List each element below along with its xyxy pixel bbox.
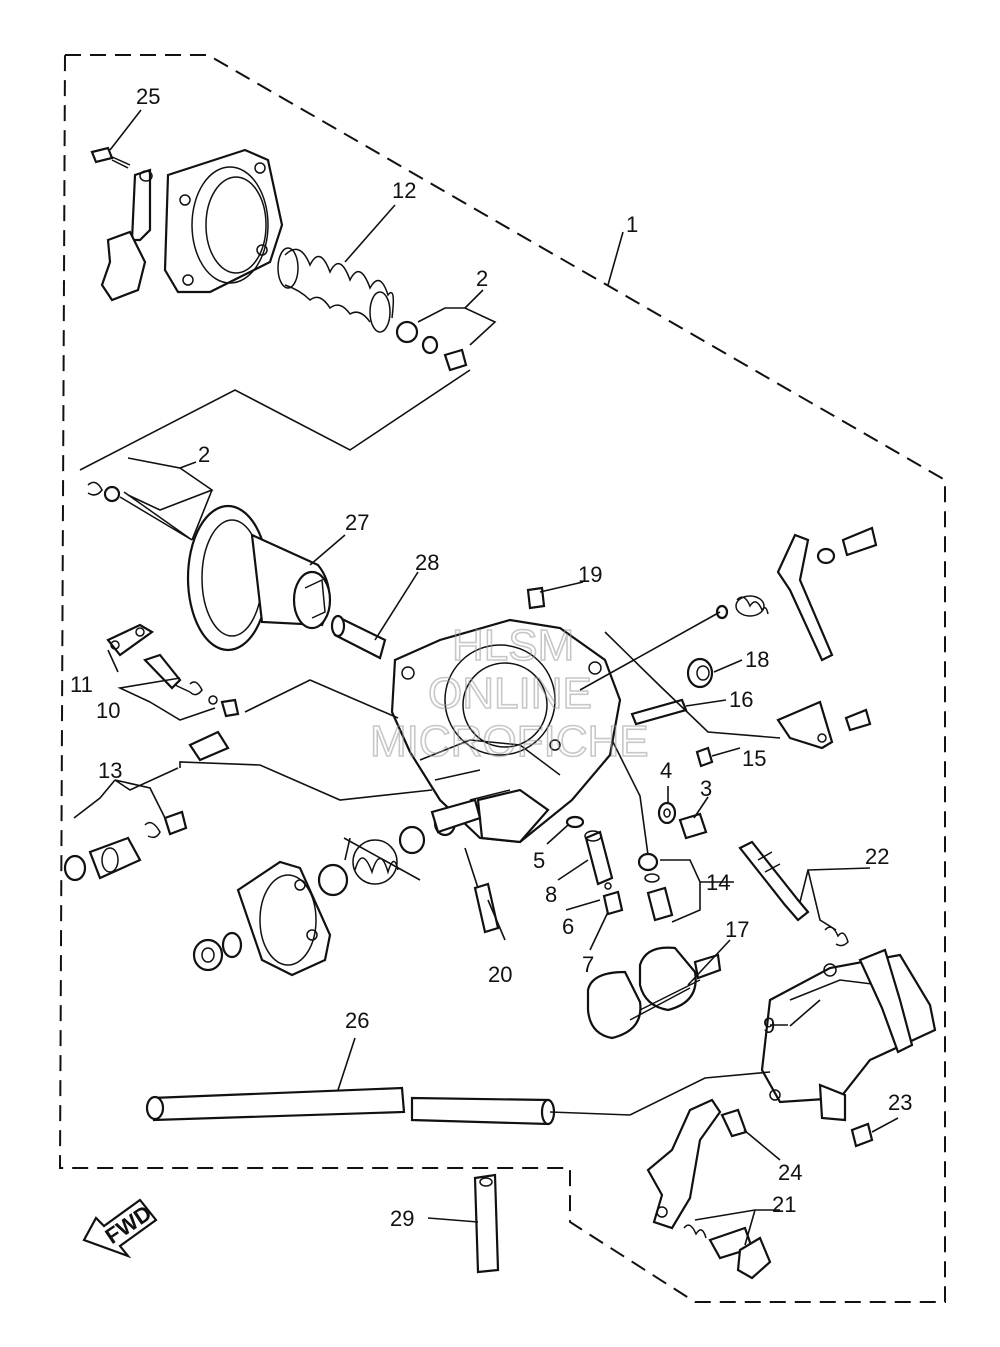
part-25-screw-bracket bbox=[90, 146, 153, 302]
leader-lines bbox=[73, 109, 899, 1246]
part-6-main-jet bbox=[602, 890, 624, 916]
part-17-float bbox=[586, 946, 722, 1040]
part-27-piston-diaphragm bbox=[186, 504, 332, 652]
callout-3: 3 bbox=[700, 776, 712, 801]
part-19-cap bbox=[526, 586, 546, 610]
chamber-cover-left bbox=[192, 860, 332, 977]
callout-16: 16 bbox=[729, 687, 753, 712]
part-7-washer bbox=[604, 882, 612, 890]
callout-18: 18 bbox=[745, 647, 769, 672]
top-cover bbox=[163, 148, 284, 294]
throttle-spring-set bbox=[715, 595, 769, 620]
callout-24: 24 bbox=[778, 1160, 802, 1185]
callout-19: 19 bbox=[578, 562, 602, 587]
part-28-needle-jet bbox=[330, 614, 387, 660]
part-8-needle-jet-holder bbox=[584, 830, 614, 886]
part-29-tube bbox=[473, 1173, 500, 1274]
callout-26: 26 bbox=[345, 1008, 369, 1033]
throttle-lever bbox=[776, 526, 878, 662]
part-12-spring bbox=[277, 247, 395, 333]
watermark-line-3: MICROFICHE bbox=[370, 717, 649, 766]
callout-13: 13 bbox=[98, 758, 122, 783]
part-21-linkage bbox=[646, 1098, 772, 1280]
callout-29: 29 bbox=[390, 1206, 414, 1231]
part-5-washer bbox=[565, 815, 585, 829]
callout-28: 28 bbox=[415, 550, 439, 575]
callout-17: 17 bbox=[725, 917, 749, 942]
part-4-washer bbox=[657, 801, 677, 825]
part-20-pilot-jet bbox=[473, 882, 500, 934]
callout-2-lower: 2 bbox=[198, 442, 210, 467]
callout-22: 22 bbox=[865, 844, 889, 869]
watermark-line-2: ONLINE bbox=[428, 669, 592, 718]
callout-labels: 25 12 1 2 2 27 28 19 18 16 11 10 15 13 4… bbox=[70, 84, 912, 1231]
part-11-plate bbox=[106, 623, 155, 657]
callout-7: 7 bbox=[582, 952, 594, 977]
callout-11: 11 bbox=[70, 672, 93, 697]
callout-21: 21 bbox=[772, 1192, 796, 1217]
assembly-boundary bbox=[58, 54, 946, 1303]
fwd-arrow: FWD bbox=[82, 1198, 158, 1259]
part-26-hoses bbox=[145, 1086, 556, 1126]
part-22-fuel-screw bbox=[738, 840, 849, 947]
callout-12: 12 bbox=[392, 178, 416, 203]
callout-8: 8 bbox=[545, 882, 557, 907]
part-3-screw bbox=[678, 812, 708, 840]
part-15-screw bbox=[695, 746, 714, 768]
callout-1: 1 bbox=[626, 212, 638, 237]
callout-23: 23 bbox=[888, 1090, 912, 1115]
callout-4: 4 bbox=[660, 758, 672, 783]
carburetor-body bbox=[390, 618, 622, 844]
part-18-collar bbox=[686, 657, 714, 689]
part-2-needle-clip-set-upper bbox=[395, 320, 468, 372]
watermark: HLSM ONLINE MICROFICHE bbox=[369, 620, 649, 767]
callout-2-upper: 2 bbox=[476, 266, 488, 291]
callout-10: 10 bbox=[96, 698, 120, 723]
callout-20: 20 bbox=[488, 962, 512, 987]
part-23-screw bbox=[850, 1122, 874, 1148]
callout-9: 9 bbox=[763, 1013, 775, 1038]
part-14-float-needle-set bbox=[637, 852, 674, 922]
part-13-starter-plunger-set bbox=[63, 730, 230, 882]
part-2-needle-lower bbox=[87, 481, 193, 541]
bracket-right bbox=[776, 700, 872, 750]
watermark-line-1: HLSM bbox=[452, 621, 574, 670]
starter-spring-set bbox=[317, 825, 426, 897]
callout-27: 27 bbox=[345, 510, 369, 535]
callout-25: 25 bbox=[136, 84, 160, 109]
part-9-float-chamber bbox=[760, 948, 937, 1122]
callout-5: 5 bbox=[533, 848, 545, 873]
callout-14: 14 bbox=[706, 870, 730, 895]
callout-6: 6 bbox=[562, 914, 574, 939]
callout-15: 15 bbox=[742, 746, 766, 771]
part-24-screw bbox=[720, 1108, 748, 1138]
